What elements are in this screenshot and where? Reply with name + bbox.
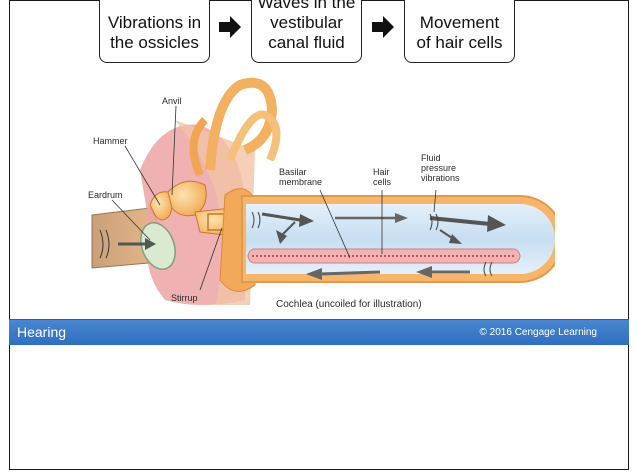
flow-box-vestibular-text: Waves in the vestibular canal fluid: [258, 0, 356, 53]
label-stirrup: Stirrup: [171, 293, 198, 303]
label-anvil: Anvil: [162, 96, 182, 106]
flow-box-hair-cells-text: Movement of hair cells: [417, 13, 503, 53]
flow-box-hair-cells: Movement of hair cells: [404, 0, 515, 63]
label-hammer: Hammer: [93, 136, 128, 146]
flow-box-vestibular: Waves in the vestibular canal fluid: [251, 0, 362, 63]
flow-box-ossicles-text: Vibrations in the ossicles: [108, 13, 201, 53]
label-hair-cells: Hair cells: [373, 167, 391, 187]
footer-title: Hearing: [17, 324, 66, 340]
label-eardrum: Eardrum: [88, 190, 123, 200]
flow-box-ossicles: Vibrations in the ossicles: [99, 0, 210, 63]
right-arrow-icon: [219, 16, 241, 38]
footer-copyright: © 2016 Cengage Learning: [480, 327, 597, 338]
label-cochlea: Cochlea (uncoiled for illustration): [276, 300, 422, 310]
ear-illustration: [85, 75, 555, 315]
label-fluid-pressure: Fluid pressure vibrations: [421, 153, 460, 183]
label-basilar-membrane: Basilar membrane: [279, 167, 322, 187]
right-arrow-icon: [372, 16, 394, 38]
slide-footer-bar: Hearing © 2016 Cengage Learning: [9, 319, 629, 345]
